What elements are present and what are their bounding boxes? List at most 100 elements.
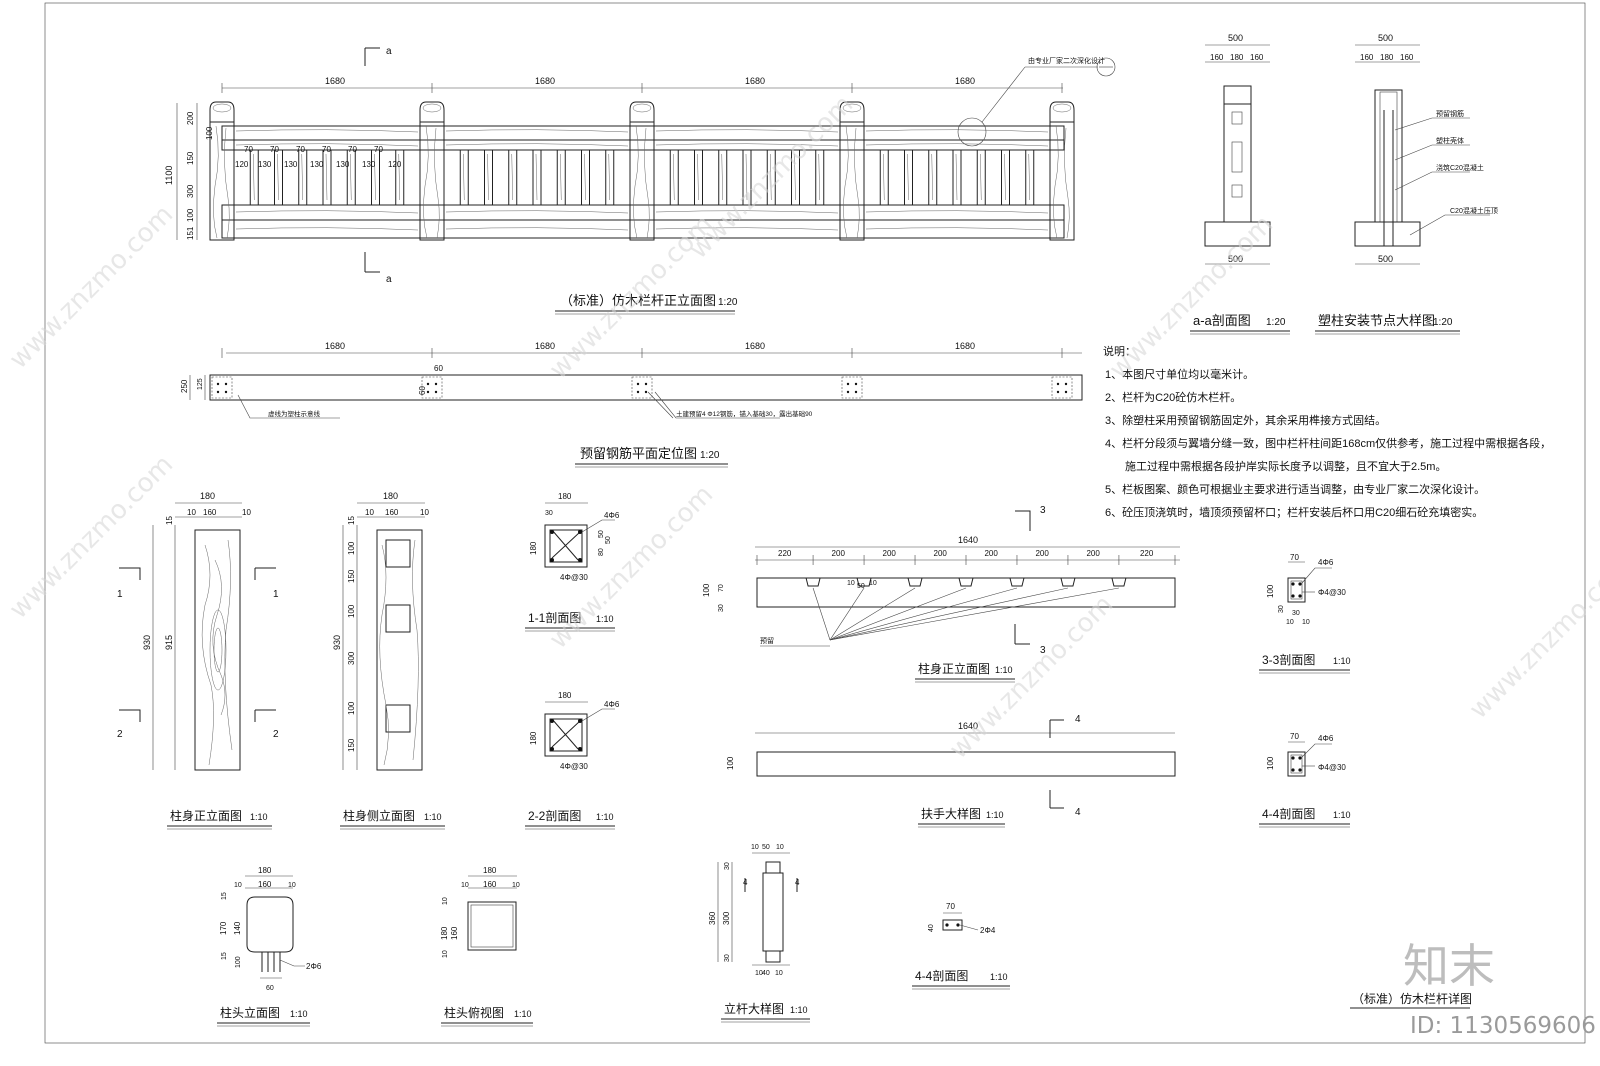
svg-text:180: 180 bbox=[383, 491, 398, 501]
cap-elevation: 180 10 160 10 2Φ6 60 15 170 140 15 100 柱… bbox=[217, 866, 322, 1027]
main-elevation-scale: 1:20 bbox=[718, 297, 738, 308]
post-footprint bbox=[421, 376, 443, 399]
svg-text:C20混凝土压顶: C20混凝土压顶 bbox=[1450, 206, 1498, 215]
svg-text:www.znzmo.com: www.znzmo.com bbox=[684, 90, 859, 265]
svg-text:10: 10 bbox=[755, 970, 763, 977]
post-cap bbox=[1049, 101, 1075, 123]
mortise bbox=[385, 704, 411, 733]
section-aa-title: a-a剖面图 bbox=[1193, 313, 1251, 328]
svg-text:930: 930 bbox=[332, 635, 342, 650]
baluster-body bbox=[762, 872, 784, 952]
svg-text:4Φ6: 4Φ6 bbox=[604, 700, 620, 709]
post-footprint bbox=[631, 376, 653, 399]
svg-text:塑柱壳体: 塑柱壳体 bbox=[1436, 136, 1464, 145]
svg-text:120: 120 bbox=[235, 160, 249, 169]
segment-dim: 200 bbox=[883, 549, 897, 558]
baluster bbox=[879, 149, 889, 206]
note-item: 4、栏杆分段须与翼墙分缝一致，图中栏杆柱间距168cm仅供参考，施工过程中需根据… bbox=[1105, 436, 1551, 450]
baluster bbox=[718, 149, 728, 206]
svg-text:1680: 1680 bbox=[745, 341, 765, 351]
svg-text:60: 60 bbox=[418, 386, 427, 395]
baluster bbox=[395, 149, 405, 206]
mortise bbox=[385, 539, 411, 568]
svg-text:10: 10 bbox=[442, 897, 449, 905]
baluster bbox=[928, 149, 938, 206]
svg-text:150: 150 bbox=[347, 738, 356, 752]
segment-dim: 220 bbox=[1140, 549, 1154, 558]
watermark-id: ID: 1130569606 bbox=[1410, 1013, 1596, 1039]
leader-line bbox=[829, 587, 916, 641]
height-dim: 300 bbox=[186, 184, 195, 198]
svg-text:100: 100 bbox=[1266, 584, 1275, 598]
baluster bbox=[815, 149, 825, 206]
svg-text:915: 915 bbox=[164, 635, 174, 650]
callout-symbol bbox=[1096, 57, 1116, 77]
svg-text:10: 10 bbox=[187, 508, 196, 517]
baluster bbox=[274, 149, 283, 206]
callout-circle bbox=[957, 117, 987, 147]
svg-text:1640: 1640 bbox=[958, 721, 978, 731]
svg-text:4: 4 bbox=[1075, 714, 1081, 725]
baluster bbox=[1025, 149, 1035, 206]
svg-text:1:10: 1:10 bbox=[424, 812, 442, 822]
cap-elevation-title: 柱头立面图 bbox=[220, 1005, 280, 1020]
rebar-dot bbox=[636, 382, 640, 386]
rebar-dot bbox=[644, 382, 648, 386]
leader-line bbox=[829, 587, 1069, 641]
bottom-rail bbox=[221, 219, 1065, 239]
svg-text:40: 40 bbox=[928, 924, 935, 932]
svg-text:10: 10 bbox=[869, 580, 877, 587]
post-footprint bbox=[211, 376, 233, 399]
leader-line bbox=[829, 587, 1119, 641]
svg-text:10: 10 bbox=[847, 580, 855, 587]
rebar-plan: 1680 1680 1680 1680 250 125 60 60 虚线为塑柱示… bbox=[180, 341, 1083, 468]
svg-text:Φ4@30: Φ4@30 bbox=[1318, 763, 1346, 772]
main-elevation: a a 1680 1680 1680 1680 1100 200 100 150… bbox=[164, 46, 1116, 315]
rebar-dot bbox=[426, 382, 430, 386]
svg-text:1:10: 1:10 bbox=[990, 972, 1008, 982]
leader-line bbox=[829, 587, 865, 641]
svg-text:360: 360 bbox=[708, 911, 717, 925]
svg-text:2Φ6: 2Φ6 bbox=[306, 962, 322, 971]
svg-text:170: 170 bbox=[219, 921, 228, 935]
svg-text:3: 3 bbox=[1040, 645, 1046, 656]
note-item: 5、栏板图案、颜色可根据业主要求进行适当调整，由专业厂家二次深化设计。 bbox=[1105, 482, 1485, 496]
post-side-title: 柱身侧立面图 bbox=[343, 808, 415, 823]
svg-text:120: 120 bbox=[388, 160, 402, 169]
baluster bbox=[508, 149, 518, 206]
note-item: 施工过程中需根据各段护岸实际长度予以调整，且不宜大于2.5m。 bbox=[1125, 459, 1446, 473]
svg-text:30: 30 bbox=[1292, 610, 1300, 617]
node-detail-title: 塑柱安装节点大样图 bbox=[1318, 313, 1435, 328]
cap-top-title: 柱头俯视图 bbox=[444, 1005, 504, 1020]
svg-text:15: 15 bbox=[347, 516, 356, 525]
svg-text:1:10: 1:10 bbox=[514, 1009, 532, 1019]
note-item: 3、除塑柱采用预留钢筋固定外，其余采用榫接方式固结。 bbox=[1105, 413, 1386, 427]
svg-text:1:10: 1:10 bbox=[986, 810, 1004, 820]
baluster bbox=[459, 149, 469, 206]
svg-text:1:10: 1:10 bbox=[596, 614, 614, 624]
svg-text:15: 15 bbox=[221, 952, 228, 960]
svg-text:50: 50 bbox=[605, 536, 612, 544]
callout-text: 由专业厂家二次深化设计 bbox=[1028, 56, 1105, 65]
svg-text:10: 10 bbox=[234, 882, 242, 889]
svg-text:160: 160 bbox=[258, 880, 272, 889]
baluster bbox=[581, 149, 590, 206]
svg-text:2: 2 bbox=[273, 729, 279, 740]
tenon-slot bbox=[907, 577, 923, 587]
svg-text:70: 70 bbox=[244, 145, 253, 154]
svg-text:50: 50 bbox=[598, 530, 605, 538]
svg-text:30: 30 bbox=[724, 862, 731, 870]
svg-text:180: 180 bbox=[258, 866, 272, 875]
svg-text:180: 180 bbox=[1230, 53, 1244, 62]
post-body bbox=[194, 529, 241, 771]
rebar-dot bbox=[216, 382, 220, 386]
svg-text:4: 4 bbox=[1075, 807, 1081, 818]
rebar-dot bbox=[1064, 382, 1068, 386]
height-dim: 100 bbox=[186, 208, 195, 222]
wood-grain bbox=[235, 129, 1049, 231]
section-44b: 70 2Φ4 40 4-4剖面图 1:10 bbox=[912, 902, 1010, 990]
svg-text:500: 500 bbox=[1228, 33, 1243, 43]
rebar-dot bbox=[644, 390, 648, 394]
height-dim: 200 bbox=[186, 111, 195, 125]
